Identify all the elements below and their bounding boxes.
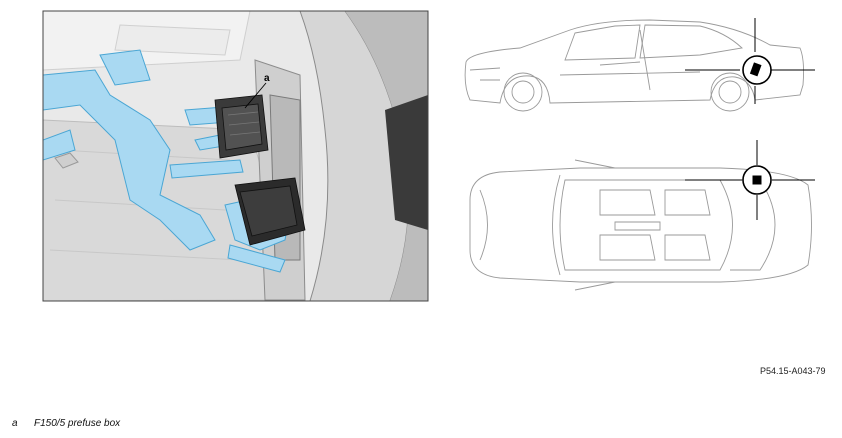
callout-label-a: a [264, 73, 270, 84]
side-view-locator [685, 18, 815, 104]
prefuse-box-component [214, 94, 269, 159]
figure-id: P54.15-A043-79 [760, 366, 826, 376]
callout-leader-line [244, 82, 267, 109]
top-view-locator [685, 140, 815, 220]
trunk-detail-illustration [43, 11, 428, 301]
legend-key: a [12, 418, 18, 429]
detail-frame [42, 10, 429, 302]
vehicle-side-view [464, 19, 805, 112]
legend-item-a: a F150/5 prefuse box [12, 418, 120, 429]
legend-text: F150/5 prefuse box [34, 418, 121, 429]
battery-module [234, 177, 306, 246]
vehicle-top-view [469, 159, 812, 291]
